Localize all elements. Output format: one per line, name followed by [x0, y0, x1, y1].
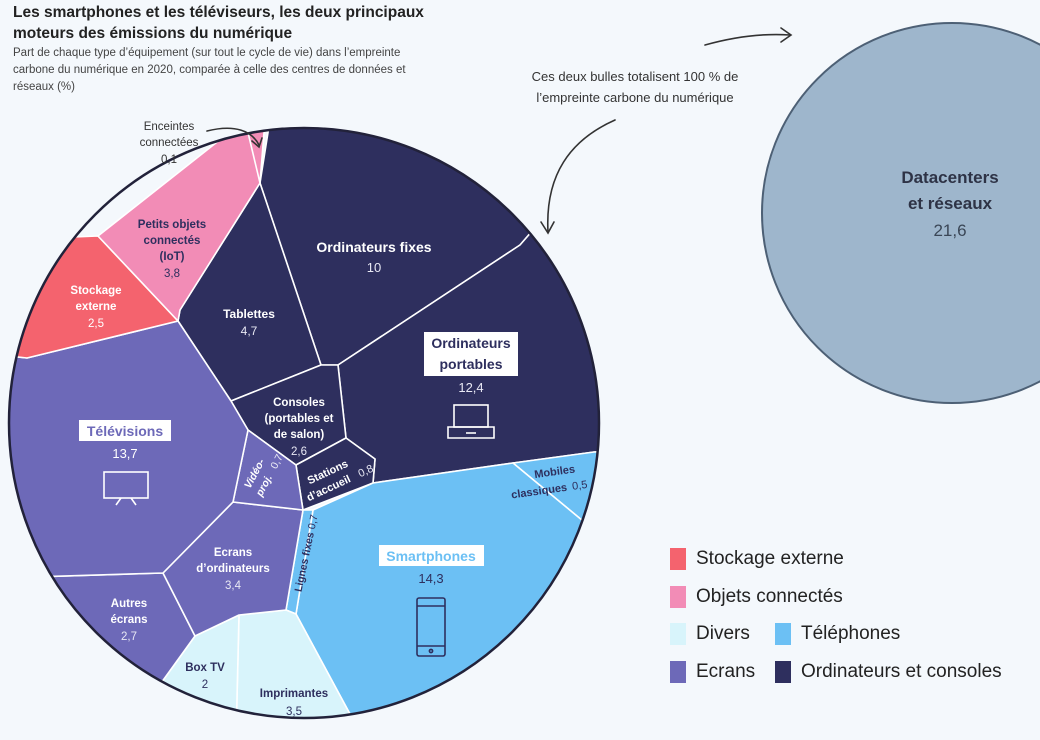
legend-label-ordinateurs: Ordinateurs et consoles	[801, 661, 1002, 682]
label-tablettes: Tablettes	[223, 307, 275, 321]
legend-label-telephones: Téléphones	[801, 623, 901, 644]
legend-label-stockage: Stockage externe	[696, 548, 844, 569]
label-ecrans-ordinateurs-1: Ecrans	[214, 547, 252, 559]
label-datacenters-2: et réseaux	[908, 194, 993, 213]
label-petits-objets-2: connectés	[144, 235, 201, 247]
label-imprimantes: Imprimantes	[260, 688, 328, 700]
label-ordinateurs-portables-2: portables	[439, 356, 502, 372]
label-consoles-3: de salon)	[274, 429, 325, 441]
label-televisions: Télévisions	[87, 423, 163, 439]
value-box-tv: 2	[202, 679, 208, 691]
value-ordinateurs-fixes: 10	[367, 260, 381, 275]
value-mobiles: 0,5	[571, 479, 588, 493]
arrow-enceintes	[206, 127, 260, 146]
value-autres-ecrans: 2,7	[121, 631, 137, 643]
arrow-right-head	[780, 27, 793, 43]
legend-swatch-stockage	[670, 548, 686, 570]
legend-swatch-divers	[670, 623, 686, 645]
chart-title: Les smartphones et les téléviseurs, les …	[13, 4, 424, 42]
value-enceintes: 0,1	[161, 154, 177, 166]
value-tablettes: 4,7	[241, 324, 258, 338]
value-consoles: 2,6	[291, 446, 307, 458]
label-consoles-1: Consoles	[273, 397, 325, 409]
cell-enceintes	[244, 128, 266, 184]
label-autres-ecrans-1: Autres	[111, 598, 147, 610]
label-smartphones: Smartphones	[386, 548, 476, 564]
label-box-smartphones	[379, 545, 484, 566]
legend-swatch-telephones	[775, 623, 791, 645]
legend-label-divers: Divers	[696, 623, 750, 644]
legend-item-stockage: Stockage externe	[670, 548, 844, 570]
label-box-televisions	[79, 420, 171, 441]
legend-item-ordinateurs: Ordinateurs et consoles	[775, 661, 1002, 683]
label-ecrans-ordinateurs-2: d’ordinateurs	[196, 563, 269, 575]
bubble-datacenters	[761, 22, 1040, 404]
label-box-portables	[424, 332, 518, 376]
value-ecrans-ordinateurs: 3,4	[225, 580, 242, 592]
label-ordinateurs-portables-1: Ordinateurs	[431, 335, 511, 351]
legend-label-objets: Objets connectés	[696, 586, 843, 607]
value-ordinateurs-portables: 12,4	[458, 380, 483, 395]
label-mobiles-1: Mobiles	[534, 463, 576, 481]
arrow-left-curve	[547, 119, 616, 233]
legend-item-divers: Divers	[670, 623, 750, 645]
label-consoles-2: (portables et	[264, 413, 333, 425]
cell-autres-ecrans	[9, 572, 196, 718]
value-smartphones: 14,3	[418, 571, 443, 586]
label-autres-ecrans-2: écrans	[110, 614, 147, 626]
arrow-left-head	[540, 221, 555, 235]
laptop-icon	[447, 404, 495, 439]
value-stations: 0,8	[357, 463, 376, 480]
label-ordinateurs-fixes: Ordinateurs fixes	[316, 239, 431, 255]
legend-swatch-ordinateurs	[775, 661, 791, 683]
value-lignes-fixes: 0,7	[306, 513, 321, 530]
value-stockage: 2,5	[88, 318, 104, 330]
chart-outline	[7, 126, 601, 720]
annotation-note: Ces deux bulles totalisent 100 % de l’em…	[531, 69, 739, 105]
arrow-enceintes-head	[251, 137, 263, 149]
value-petits-objets: 3,8	[164, 268, 180, 280]
value-imprimantes: 3,5	[286, 706, 302, 718]
label-petits-objets-3: (IoT)	[160, 251, 185, 263]
label-enceintes-2: connectées	[140, 137, 199, 149]
label-stockage-2: externe	[76, 301, 117, 313]
tv-icon	[103, 471, 149, 506]
label-datacenters-1: Datacenters	[901, 168, 998, 187]
legend-swatch-ecrans	[670, 661, 686, 683]
label-stockage-1: Stockage	[70, 285, 121, 297]
label-petits-objets-1: Petits objets	[138, 219, 206, 231]
value-televisions: 13,7	[112, 446, 137, 461]
label-box-tv: Box TV	[185, 662, 225, 674]
arrow-right-curve	[704, 33, 791, 46]
smartphone-icon	[416, 597, 446, 657]
legend-swatch-objets	[670, 586, 686, 608]
legend-item-ecrans: Ecrans	[670, 661, 755, 683]
chart-subtitle: Part de chaque type d’équipement (sur to…	[13, 47, 406, 93]
legend-item-objets: Objets connectés	[670, 586, 843, 608]
value-datacenters: 21,6	[933, 221, 966, 240]
legend-label-ecrans: Ecrans	[696, 661, 756, 682]
label-enceintes-1: Enceintes	[144, 121, 195, 133]
legend-item-telephones: Téléphones	[775, 623, 900, 645]
